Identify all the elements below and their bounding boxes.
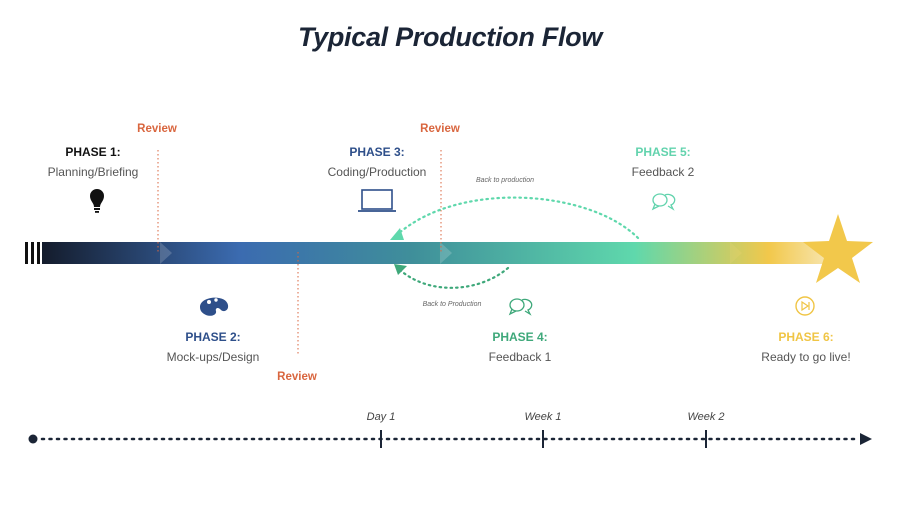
phase-4-title: PHASE 4: [492, 330, 548, 344]
chat-bubbles-icon-phase5 [651, 193, 676, 211]
timeline-label-week1: Week 1 [524, 411, 562, 423]
palette-icon [200, 297, 229, 316]
timeline-label-week2: Week 2 [687, 411, 725, 423]
chat-bubbles-icon-phase4 [508, 298, 533, 316]
progress-bar [42, 242, 832, 264]
phase-5-subtitle: Feedback 2 [631, 165, 695, 179]
timeline-start-dot [28, 434, 38, 444]
review-label-2: Review [277, 371, 317, 383]
star-icon [803, 214, 873, 283]
laptop-icon [358, 189, 396, 212]
phase-4-subtitle: Feedback 1 [488, 350, 552, 364]
timeline [28, 430, 872, 448]
lower-loop-arrow [398, 266, 510, 289]
lightbulb-icon [90, 189, 104, 213]
timeline-arrowhead [860, 433, 872, 445]
phase-1-title: PHASE 1: [65, 145, 121, 159]
bar-chevrons [160, 242, 742, 264]
review-label-1: Review [137, 123, 177, 135]
upper-loop-label: Back to production [476, 177, 534, 184]
phase-6-subtitle: Ready to go live! [761, 350, 851, 364]
timeline-label-day1: Day 1 [366, 411, 396, 423]
phase-2-subtitle: Mock-ups/Design [166, 350, 260, 364]
lower-loop-label: Back to Production [422, 301, 482, 308]
review-label-3: Review [420, 123, 460, 135]
page-title: Typical Production Flow [297, 22, 603, 52]
phase-6-title: PHASE 6: [778, 330, 834, 344]
phase-3-title: PHASE 3: [349, 145, 405, 159]
phase-3-subtitle: Coding/Production [327, 165, 427, 179]
upper-loop-arrow [396, 196, 640, 240]
phase-5-title: PHASE 5: [635, 145, 691, 159]
phase-2-title: PHASE 2: [185, 330, 241, 344]
phase-1-subtitle: Planning/Briefing [47, 165, 139, 179]
bar-start-stripes [25, 242, 40, 264]
play-button-icon [795, 296, 815, 316]
